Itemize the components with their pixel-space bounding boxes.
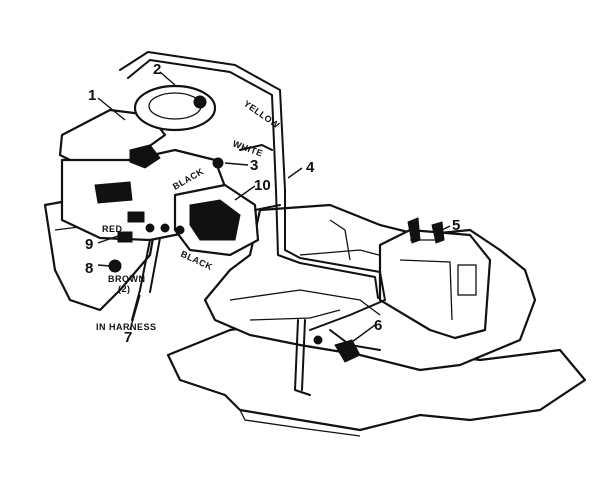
callout-10: 10 bbox=[254, 177, 271, 194]
label-brown: BROWN bbox=[108, 274, 146, 284]
key-switch bbox=[407, 217, 445, 244]
callout-5: 5 bbox=[452, 217, 460, 234]
label-red: RED bbox=[102, 224, 123, 234]
callout-1: 1 bbox=[88, 87, 96, 104]
callout-2: 2 bbox=[153, 61, 161, 78]
label-brown-qty: (2) bbox=[118, 284, 131, 294]
safety-switch bbox=[313, 335, 361, 363]
brown-terminal bbox=[108, 259, 122, 273]
callout-7: 7 bbox=[124, 329, 132, 346]
label-white: WHITE bbox=[231, 138, 264, 158]
wire-harness bbox=[119, 51, 386, 396]
label-in-harness: IN HARNESS bbox=[96, 322, 157, 332]
seat-fender bbox=[378, 228, 492, 340]
callout-6: 6 bbox=[374, 317, 382, 334]
callout-9: 9 bbox=[85, 236, 93, 253]
leader-lines bbox=[97, 71, 451, 343]
callout-4: 4 bbox=[306, 159, 315, 176]
label-yellow: YELLOW bbox=[242, 98, 282, 130]
callout-8: 8 bbox=[85, 260, 93, 277]
part-numbers: 1 2 3 4 5 6 7 8 9 10 bbox=[85, 61, 460, 346]
callout-3: 3 bbox=[250, 157, 258, 174]
engine bbox=[58, 84, 260, 257]
